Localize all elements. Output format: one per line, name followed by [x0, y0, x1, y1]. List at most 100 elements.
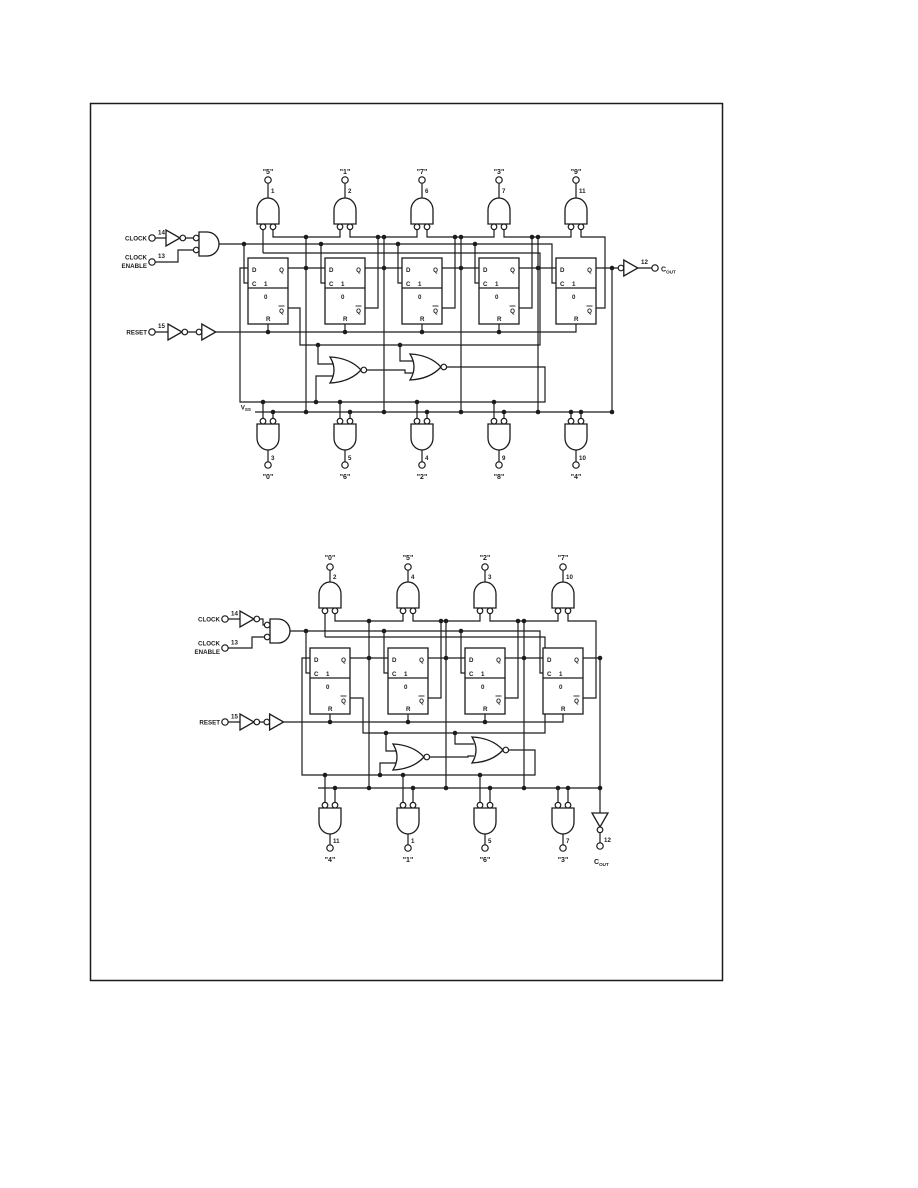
decoded-output-gate-top: "0" "5" "2" "7" 2 4 3 10 [318, 555, 575, 615]
ff-r-label: R [420, 316, 425, 323]
output-terminal [572, 176, 580, 184]
buffer-icon [623, 259, 639, 277]
ff-qbar-label: Q [496, 698, 501, 705]
ff-q-label: Q [496, 657, 501, 664]
vss-label: VSS [241, 405, 251, 413]
output-terminal [418, 461, 426, 469]
clock-enable-label: ENABLE [195, 649, 220, 656]
inverter-icon [239, 610, 261, 628]
ff-c-label: C [314, 671, 319, 678]
clock-label: CLOCK [125, 236, 148, 243]
carry-label: COUT [594, 859, 609, 867]
output-label: "4" [325, 857, 336, 864]
ff-qbar-label: Q [419, 698, 424, 705]
output-label: "5" [403, 555, 414, 562]
ff-r-label: R [497, 316, 502, 323]
ff-q-label: Q [279, 267, 284, 274]
ff-c-label: C [392, 671, 397, 678]
decade-counter-diagram: "5" "1" "7" "3" "9" 1 2 6 7 11 CLOCK 14 … [122, 169, 676, 481]
carry-terminal [651, 264, 659, 272]
ff-1-label: 1 [559, 671, 563, 678]
clock-enable-terminal [148, 258, 156, 266]
pin-number: 1 [411, 838, 415, 845]
decoded-output-gate-bottom: 3 5 4 9 10 "0" "6" "2" "8" "4" [256, 417, 588, 481]
ff-q-label: Q [341, 657, 346, 664]
output-terminal [559, 563, 567, 571]
output-label: "7" [558, 555, 569, 562]
output-label: "0" [325, 555, 336, 562]
output-terminal [341, 461, 349, 469]
octal-counter-diagram: "0" "5" "2" "7" 2 4 3 10 CLOCK 14 CLOCK … [195, 555, 612, 867]
ff-q-label: Q [433, 267, 438, 274]
ff-r-label: R [406, 706, 411, 713]
ff-r-label: R [343, 316, 348, 323]
ff-r-label: R [328, 706, 333, 713]
reset-input: RESET 15 [126, 323, 217, 341]
clock-enable-label: CLOCK [125, 255, 148, 262]
output-terminal [326, 844, 334, 852]
ff-1-label: 1 [264, 281, 268, 288]
output-terminal [495, 176, 503, 184]
pin-number: 13 [158, 253, 165, 260]
ff-d-label: D [547, 657, 552, 664]
pin-number: 4 [411, 574, 415, 581]
ff-d-label: D [329, 267, 334, 274]
output-terminal [326, 563, 334, 571]
ff-0-label: 0 [264, 294, 268, 301]
clock-enable-terminal [221, 644, 229, 652]
output-label: "4" [571, 474, 582, 481]
clock-enable-label: CLOCK [198, 641, 221, 648]
output-label: "6" [480, 857, 491, 864]
ff-c-label: C [329, 281, 334, 288]
pin-number: 10 [566, 574, 573, 581]
reset-input: RESET 15 [199, 713, 285, 731]
pin-number: 14 [158, 230, 165, 237]
ff-q-label: Q [587, 267, 592, 274]
reset-terminal [221, 718, 229, 726]
output-label: "3" [558, 857, 569, 864]
ff-c-label: C [469, 671, 474, 678]
output-label: "7" [417, 169, 428, 176]
output-label: "3" [494, 169, 505, 176]
ff-1-label: 1 [341, 281, 345, 288]
clock-input: CLOCK 14 CLOCK ENABLE 13 [195, 610, 291, 656]
ff-c-label: C [547, 671, 552, 678]
pin-number: 14 [231, 611, 238, 618]
pin-number: 1 [271, 188, 275, 195]
ff-r-label: R [483, 706, 488, 713]
output-terminal [418, 176, 426, 184]
ff-qbar-label: Q [279, 308, 284, 315]
output-terminal [495, 461, 503, 469]
ff-0-label: 0 [326, 684, 330, 691]
output-terminal [264, 176, 272, 184]
ff-d-label: D [252, 267, 257, 274]
output-terminal [341, 176, 349, 184]
ff-qbar-label: Q [433, 308, 438, 315]
output-label: "8" [494, 474, 505, 481]
pin-number: 5 [488, 838, 492, 845]
output-terminal [264, 461, 272, 469]
ff-1-label: 1 [404, 671, 408, 678]
pin-number: 3 [271, 455, 275, 462]
pin-number: 7 [502, 188, 506, 195]
ff-qbar-label: Q [574, 698, 579, 705]
pin-number: 9 [502, 455, 506, 462]
ff-r-label: R [266, 316, 271, 323]
ff-1-label: 1 [326, 671, 330, 678]
clock-nor-gate [263, 618, 291, 644]
pin-number: 6 [425, 188, 429, 195]
output-terminal [404, 563, 412, 571]
ff-0-label: 0 [559, 684, 563, 691]
feedback-nor-gate [471, 736, 510, 764]
output-label: "2" [480, 555, 491, 562]
decoded-output-gate-top: "5" "1" "7" "3" "9" 1 2 6 7 11 [256, 169, 588, 231]
output-label: "9" [571, 169, 582, 176]
ff-r-label: R [561, 706, 566, 713]
clock-terminal [148, 234, 156, 242]
inverter-icon [167, 323, 189, 341]
